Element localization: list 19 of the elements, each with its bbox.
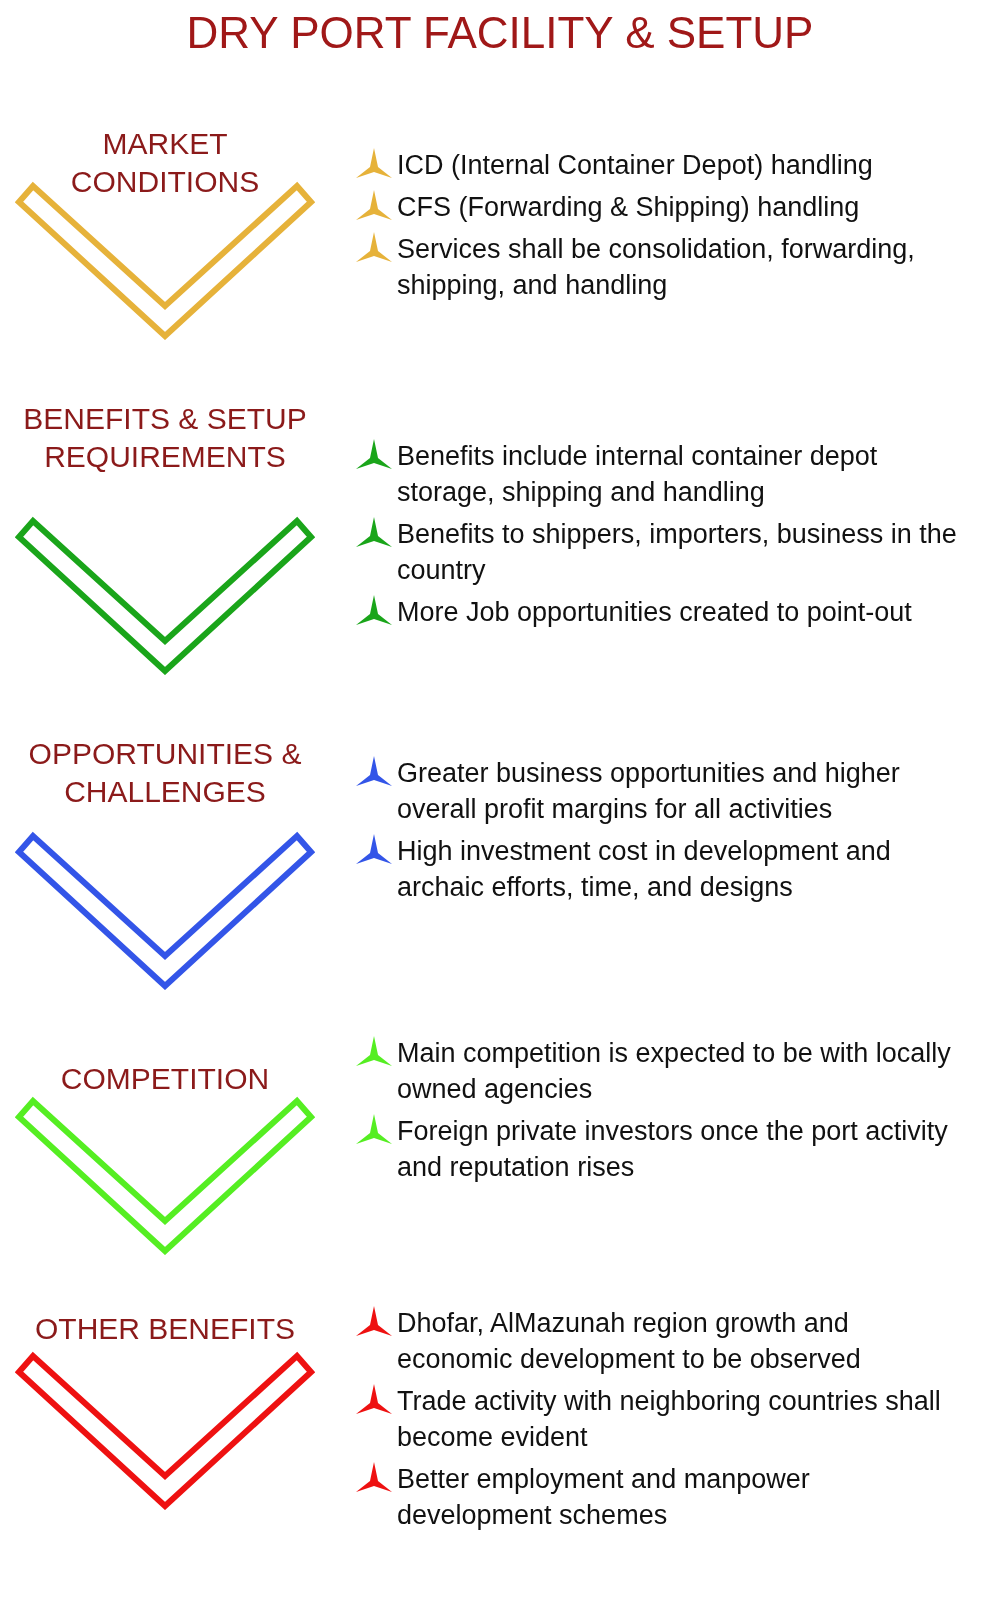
section-heading: OPPORTUNITIES & CHALLENGES — [27, 736, 303, 810]
bullet-text: Benefits to shippers, importers, business in the country — [397, 518, 958, 587]
diagram-title: DRY PORT FACILITY & SETUP — [185, 8, 815, 58]
section-heading: MARKET CONDITIONS — [69, 126, 261, 200]
bullet-text: Greater business opportunities and higher overall profit margins for all activities — [397, 757, 901, 826]
bullet-text: Trade activity with neighboring countries shall become evident — [397, 1385, 942, 1454]
bullet-text: CFS (Forwarding & Shipping) handling — [397, 191, 860, 224]
section-heading: BENEFITS & SETUP REQUIREMENTS — [22, 401, 308, 475]
bullet-text: Foreign private investors once the port activity and reputation rises — [397, 1115, 949, 1184]
section-heading: OTHER BENEFITS — [34, 1311, 296, 1347]
bullet-text: More Job opportunities created to point-out — [397, 596, 912, 629]
bullet-text: Dhofar, AlMazunah region growth and economic development to be observed — [397, 1307, 862, 1376]
bullet-text: Benefits include internal container depot storage, shipping and handling — [397, 440, 879, 509]
section-heading: COMPETITION — [59, 1061, 271, 1097]
bullet-text: High investment cost in development and archaic efforts, time, and designs — [397, 835, 892, 904]
bullet-text: Services shall be consolidation, forwarding, shipping, and handling — [397, 233, 916, 302]
bullet-text: Better employment and manpower development schemes — [397, 1463, 811, 1532]
bullet-text: Main competition is expected to be with locally owned agencies — [397, 1037, 952, 1106]
bullet-text: ICD (Internal Container Depot) handling — [397, 149, 873, 182]
